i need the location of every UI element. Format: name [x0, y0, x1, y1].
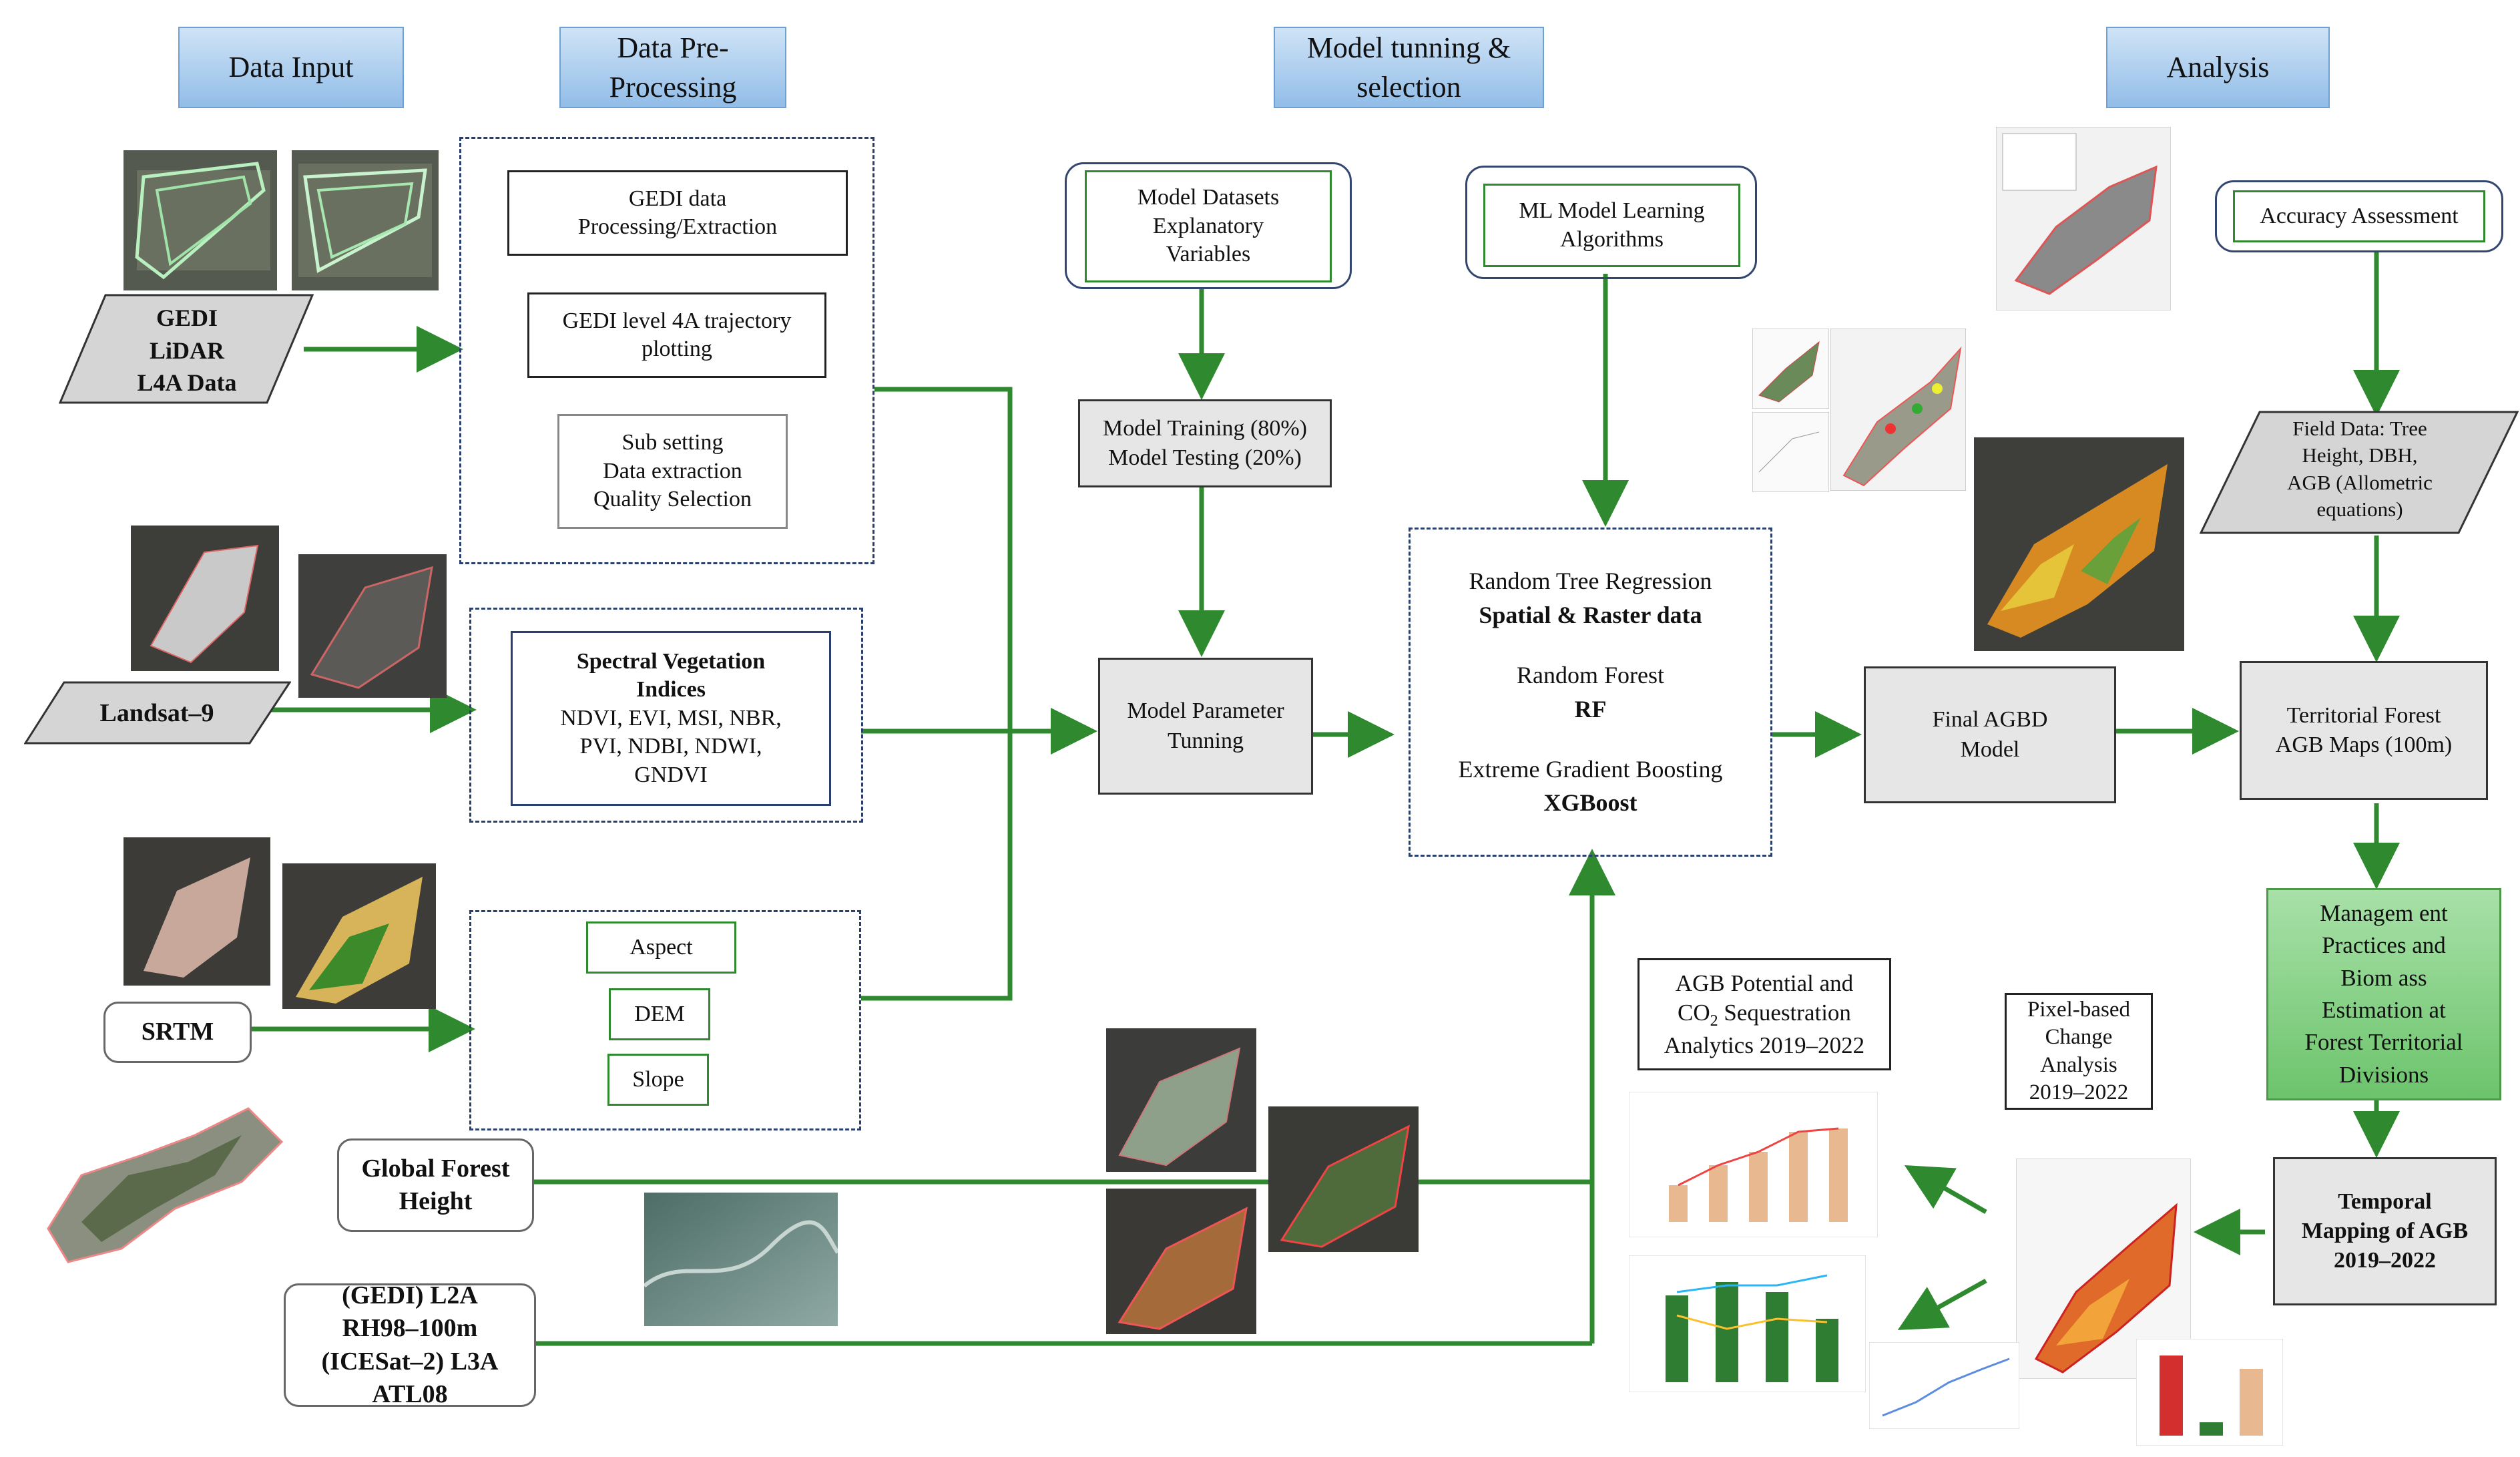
- gfh-input: Global Forest Height: [337, 1138, 534, 1232]
- subset-box: Sub setting Data extraction Quality Sele…: [557, 414, 788, 529]
- accuracy-outer: [2215, 180, 2503, 252]
- header-analysis: Analysis: [2106, 27, 2330, 108]
- svi-title: Spectral Vegetation Indices: [576, 648, 766, 702]
- landsat-input-shape: [23, 681, 292, 745]
- analysis-chart-change-bars: [2136, 1339, 2283, 1446]
- algo-rf-sub: RF: [1574, 695, 1607, 722]
- ml-algorithms-box: ML Model Learning Algorithms: [1483, 184, 1740, 267]
- landsat-tile-2: [298, 554, 447, 698]
- temporal-mapping-box: Temporal Mapping of AGB 2019–2022: [2273, 1157, 2497, 1305]
- gfh-tile-1: [1106, 1028, 1256, 1172]
- srtm-input: SRTM: [103, 1002, 252, 1063]
- landsat-input-label: Landsat–9: [99, 699, 214, 727]
- landsat-tile-1: [131, 526, 279, 671]
- analysis-chart-green-bars: [1629, 1255, 1866, 1392]
- analysis-chart-bar-line: [1629, 1092, 1878, 1237]
- analysis-map-small-2: [1752, 412, 1829, 492]
- dem-box: DEM: [609, 988, 710, 1040]
- arrow-pixel-to-potential-bottom: [1897, 1278, 1987, 1330]
- agb-potential-box: AGB Potential and CO2 Sequestration Anal…: [1637, 958, 1891, 1070]
- srtm-tile-2: [282, 863, 436, 1009]
- pixel-change-box: Pixel-based Change Analysis 2019–2022: [2005, 993, 2153, 1110]
- model-training-box: Model Training (80%) Model Testing (20%): [1078, 399, 1332, 487]
- algo-xgb: Extreme Gradient Boosting: [1458, 755, 1723, 783]
- algo-xgb-sub: XGBoost: [1543, 789, 1637, 817]
- model-param-box: Model Parameter Tunning: [1098, 658, 1313, 795]
- gfh-tile-2: [1268, 1106, 1419, 1252]
- preprocess-svi-group: [469, 608, 863, 823]
- gfh-tile-3: [1106, 1189, 1256, 1334]
- slope-box: Slope: [607, 1054, 709, 1106]
- analysis-chart-line-small: [1869, 1342, 2019, 1429]
- field-data-shape: [2199, 411, 2519, 534]
- agb-potential-post: Sequestration Analytics 2019–2022: [1664, 999, 1865, 1058]
- gedi-input-shape: [58, 294, 314, 404]
- preprocess-terrain-group: [469, 910, 861, 1130]
- algo-rf: Random Forest: [1517, 662, 1664, 689]
- management-box: Managem ent Practices and Biom ass Estim…: [2266, 888, 2501, 1100]
- field-data-label: Field Data: Tree Height, DBH, AGB (Allom…: [2287, 417, 2433, 521]
- algo-rtr-sub: Spatial & Raster data: [1479, 601, 1702, 628]
- algorithms-box: Random Tree Regression Spatial & Raster …: [1409, 528, 1772, 857]
- aspect-box: Aspect: [586, 921, 736, 974]
- header-data-input: Data Input: [178, 27, 404, 108]
- analysis-map-index: [1830, 329, 1966, 491]
- srtm-tile-1: [123, 837, 270, 986]
- ml-algorithms-outer: [1465, 166, 1757, 279]
- header-data-preprocessing: Data Pre- Processing: [559, 27, 786, 108]
- gedi-tile-1: [123, 150, 277, 290]
- gedi-tile-2: [292, 150, 439, 290]
- final-agbd-box: Final AGBD Model: [1864, 666, 2116, 803]
- study-area-map: [41, 1095, 292, 1269]
- agb-potential-pre: AGB Potential and CO: [1675, 970, 1854, 1026]
- svi-list: NDVI, EVI, MSI, NBR, PVI, NDBI, NDWI, GN…: [560, 705, 782, 787]
- accuracy-box: Accuracy Assessment: [2233, 190, 2485, 242]
- territorial-maps-box: Territorial Forest AGB Maps (100m): [2240, 661, 2488, 800]
- analysis-map-agb: [1974, 437, 2184, 651]
- header-model-tuning: Model tunning & selection: [1274, 27, 1544, 108]
- svi-box: Spectral Vegetation Indices NDVI, EVI, M…: [511, 631, 831, 806]
- analysis-map-top: [1996, 127, 2171, 310]
- algo-rtr: Random Tree Regression: [1469, 568, 1712, 595]
- arrow-pixel-to-potential-top: [1904, 1165, 1987, 1215]
- model-datasets-box: Model Datasets Explanatory Variables: [1085, 170, 1332, 282]
- gedi-l2a-input: (GEDI) L2A RH98–100m (ICESat–2) L3A ATL0…: [284, 1281, 536, 1408]
- model-datasets-outer: [1065, 162, 1352, 289]
- line-preprocess-merge-top: [861, 387, 1013, 1001]
- terrain-photo: [644, 1193, 838, 1326]
- analysis-map-small-1: [1752, 329, 1829, 409]
- gedi-trajectory-box: GEDI level 4A trajectory plotting: [527, 292, 826, 378]
- agb-potential-sub: 2: [1710, 1012, 1718, 1030]
- gedi-input-label: GEDI LiDAR L4A Data: [137, 304, 237, 397]
- gedi-extraction-box: GEDI data Processing/Extraction: [507, 170, 848, 256]
- preprocess-gedi-group: [459, 137, 874, 564]
